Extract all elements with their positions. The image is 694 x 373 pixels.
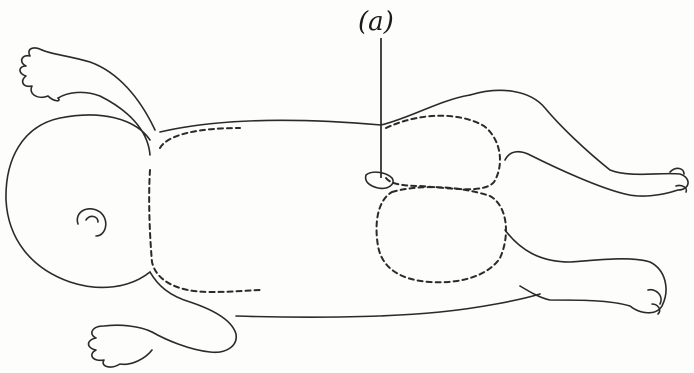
back-outline xyxy=(160,95,470,132)
ear-outline xyxy=(77,209,105,236)
upper-arm-lower-edge xyxy=(58,92,150,155)
belly-outline xyxy=(236,294,540,317)
upper-leg-outline xyxy=(470,90,688,196)
label-a: (a) xyxy=(358,7,394,37)
dashed-region-shoulders xyxy=(149,128,262,292)
lower-arm-outline xyxy=(150,272,236,352)
head-outline xyxy=(6,115,150,287)
lower-foot-outline xyxy=(648,290,661,314)
ear-inner-outline xyxy=(86,216,98,222)
lower-hand-outline xyxy=(89,325,153,367)
lower-leg-outline xyxy=(505,230,666,313)
dashed-region-upper-buttock xyxy=(386,116,500,190)
dashed-region-lower-buttock xyxy=(377,187,506,282)
upper-hand-outline xyxy=(20,48,59,101)
